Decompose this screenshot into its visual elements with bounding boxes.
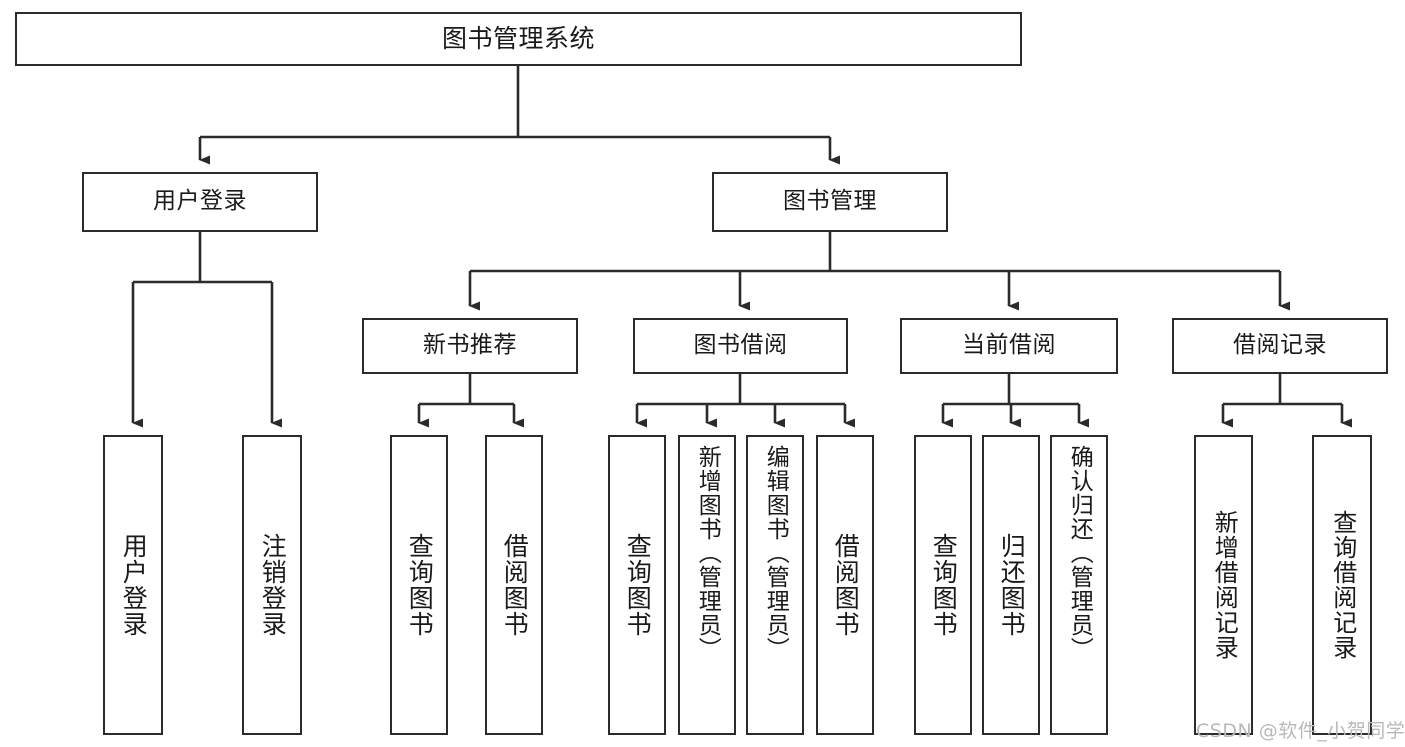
csdn-watermark: CSDN @软件_小贺同学 (1196, 720, 1405, 742)
node-leaf-query-book-rec-label: 查询图书 (405, 533, 435, 637)
node-leaf-query-book-label: 查询图书 (623, 533, 653, 637)
node-leaf-borrow-book[interactable]: 借阅图书 (816, 435, 874, 735)
node-root-system[interactable]: 图书管理系统 (15, 12, 1022, 66)
node-book-borrow-label: 图书借阅 (693, 332, 788, 359)
node-leaf-return-book-label: 归还图书 (997, 533, 1027, 637)
node-leaf-query-record[interactable]: 查询借阅记录 (1312, 435, 1372, 735)
node-new-book-rec[interactable]: 新书推荐 (362, 318, 578, 374)
node-user-login[interactable]: 用户登录 (82, 172, 318, 232)
node-book-manage[interactable]: 图书管理 (712, 172, 948, 232)
node-leaf-return-book[interactable]: 归还图书 (982, 435, 1040, 735)
node-book-borrow[interactable]: 图书借阅 (633, 318, 848, 374)
node-leaf-add-record-label: 新增借阅记录 (1210, 510, 1239, 660)
node-current-borrow-label: 当前借阅 (962, 332, 1056, 359)
node-leaf-query-book[interactable]: 查询图书 (608, 435, 666, 735)
node-user-login-label: 用户登录 (153, 188, 247, 215)
node-leaf-borrow-book-rec[interactable]: 借阅图书 (485, 435, 543, 735)
node-leaf-borrow-book-rec-label: 借阅图书 (500, 533, 530, 637)
node-leaf-edit-book[interactable]: 编辑图书（管理员） (746, 435, 804, 735)
node-leaf-user-login-label: 用户登录 (119, 533, 149, 637)
node-leaf-edit-book-label: 编辑图书（管理员） (762, 445, 789, 661)
node-leaf-confirm-return[interactable]: 确认归还（管理员） (1050, 435, 1108, 735)
node-leaf-query-book-cur[interactable]: 查询图书 (914, 435, 972, 735)
node-borrow-record[interactable]: 借阅记录 (1172, 318, 1388, 374)
node-leaf-user-login[interactable]: 用户登录 (103, 435, 163, 735)
node-borrow-record-label: 借阅记录 (1233, 332, 1327, 359)
node-leaf-borrow-book-label: 借阅图书 (831, 533, 861, 637)
node-leaf-add-book[interactable]: 新增图书（管理员） (678, 435, 736, 735)
node-leaf-query-record-label: 查询借阅记录 (1328, 510, 1357, 660)
node-current-borrow[interactable]: 当前借阅 (900, 318, 1118, 374)
node-leaf-add-record[interactable]: 新增借阅记录 (1194, 435, 1253, 735)
node-new-book-rec-label: 新书推荐 (423, 332, 517, 359)
node-leaf-user-logout-label: 注销登录 (258, 533, 288, 637)
node-leaf-user-logout[interactable]: 注销登录 (242, 435, 302, 735)
node-leaf-query-book-cur-label: 查询图书 (929, 533, 959, 637)
node-book-manage-label: 图书管理 (783, 188, 877, 215)
node-leaf-query-book-rec[interactable]: 查询图书 (390, 435, 448, 735)
node-root-label: 图书管理系统 (441, 24, 595, 54)
node-leaf-add-book-label: 新增图书（管理员） (694, 445, 721, 661)
node-leaf-confirm-return-label: 确认归还（管理员） (1066, 445, 1093, 661)
